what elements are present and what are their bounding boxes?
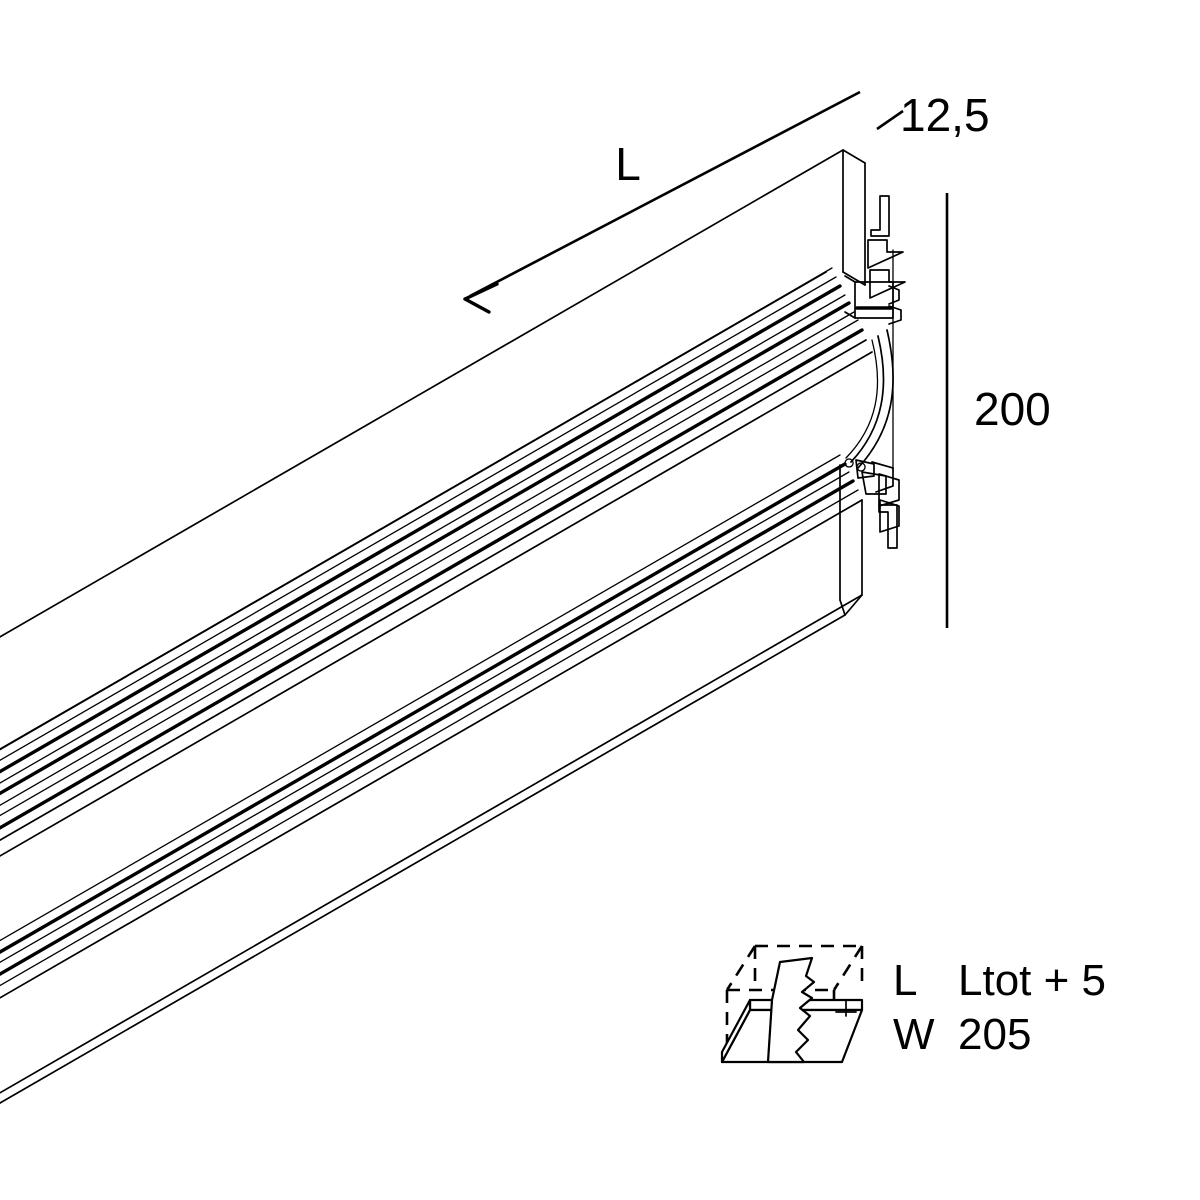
lower-bracket-arm [878, 504, 898, 549]
lower-reveal-line-2 [0, 462, 847, 954]
upper-optic-channel-upper [0, 328, 864, 830]
profile-cross-section-detail [844, 195, 906, 549]
height-dimension-group: 200 [945, 193, 1051, 628]
lower-reveal-line-4 [0, 479, 855, 977]
recessed-cutout-icon [720, 944, 864, 1064]
upper-bracket-arm [870, 195, 890, 237]
legend-row-1-key: L [893, 956, 917, 1005]
reflector-inner-curve [850, 335, 885, 463]
upper-bottom-face-edge [0, 351, 873, 857]
upper-hook-detail-2 [888, 305, 902, 325]
reflector-inner-curve-2 [845, 339, 879, 459]
lower-front-top-edge [0, 499, 863, 999]
lower-clip-spring [878, 473, 900, 507]
legend-group: L Ltot + 5 W 205 [720, 944, 1106, 1064]
curved-reflector-group [845, 329, 894, 469]
length-dimension-label: L [615, 138, 641, 190]
upper-mounting-clip-second [869, 269, 906, 299]
length-dimension-group: L [463, 90, 861, 314]
lower-endcap-bottom-bevel [844, 594, 863, 616]
height-dimension-label: 200 [974, 383, 1051, 435]
depth-dimension-group: 12,5 [876, 89, 990, 141]
upper-reveal-line-4 [0, 294, 846, 784]
lower-reveal-line-1 [0, 454, 841, 942]
upper-reveal-line-3 [0, 284, 842, 774]
lower-reveal-line-5 [0, 489, 859, 987]
length-dimension-arrowhead [463, 282, 499, 314]
legend-row-2-value: 205 [958, 1010, 1031, 1059]
depth-leader-line [876, 109, 904, 131]
lower-clip-head [855, 459, 875, 479]
lower-front-bottom-edge [0, 594, 863, 1094]
lower-bottom-back-edge [0, 614, 846, 1104]
upper-top-back-edge [0, 149, 844, 638]
upper-endcap-bottom-bevel [842, 271, 866, 286]
depth-dimension-label: 12,5 [900, 89, 990, 141]
upper-mounting-clip [867, 239, 904, 269]
cutout-body-side-face [720, 998, 752, 1064]
clip-pivot-nub-a [844, 458, 854, 468]
lower-reveal-line-3 [0, 471, 850, 964]
legend-rows: L Ltot + 5 W 205 [893, 956, 1106, 1059]
upper-hook-detail [888, 285, 900, 305]
cutout-dash-top-left-diag [725, 945, 757, 991]
lower-clip-spring-2 [879, 499, 900, 533]
cutout-dash-top-right-diag [832, 945, 864, 991]
cutout-break-edge [767, 999, 773, 1063]
upper-reveal-line-1 [0, 267, 833, 750]
upper-body-group [0, 149, 873, 857]
upper-reveal-line-2 [0, 276, 837, 761]
upper-reveal-line-6 [0, 311, 855, 806]
lower-clip-flange [871, 461, 894, 493]
lower-endcap-corner-bevel [839, 599, 846, 616]
lower-body-group [0, 454, 863, 1104]
length-dimension-line [469, 90, 861, 298]
upper-optic-channel-lower [0, 339, 867, 842]
upper-reveal-line-5 [0, 301, 851, 796]
upper-reveal-line-7 [0, 319, 859, 817]
upper-endcap-top-bevel [842, 149, 866, 164]
cutout-break-symbol [766, 956, 816, 1064]
legend-row-1-value: Ltot + 5 [958, 956, 1106, 1005]
clip-pivot-nub-b [856, 462, 866, 472]
upper-housing-bevel-a [844, 275, 856, 283]
reflector-outer-curve [857, 329, 894, 469]
legend-row-2-key: W [893, 1010, 935, 1059]
upper-housing-bevel-b [844, 311, 856, 319]
upper-housing-box [854, 281, 894, 319]
lower-clip-body [861, 471, 887, 495]
